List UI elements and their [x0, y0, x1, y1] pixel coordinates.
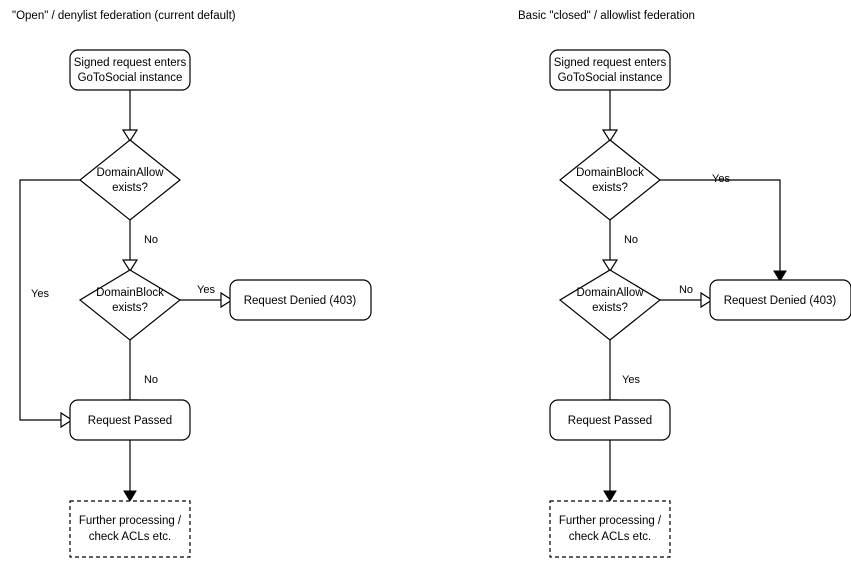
node-further-processing-denylist-line1: Further processing / — [79, 515, 182, 527]
edge-domainblock-yes-to-denied-allowlist — [660, 179, 781, 275]
arrowhead-start-to-domainblock-allowlist — [601, 129, 619, 143]
node-further-processing-denylist[interactable] — [69, 500, 191, 558]
node-decision-domainblock-denylist-line1: DomainBlock — [96, 287, 164, 299]
node-decision-domainallow-allowlist-line2: exists? — [592, 302, 628, 314]
arrowhead-domainblock-yes-to-denied — [220, 291, 234, 309]
node-request-passed-allowlist-label: Request Passed — [568, 415, 652, 427]
node-decision-domainallow-denylist-line2: exists? — [112, 182, 148, 194]
edge-label-domainallow-no-allowlist: No — [679, 284, 693, 296]
column-title-denylist: "Open" / denylist federation (current de… — [12, 10, 236, 22]
node-request-denied-allowlist-label: Request Denied (403) — [724, 295, 837, 307]
node-start-allowlist-line1: Signed request enters — [554, 57, 667, 69]
edge-domainallow-yes-to-passed — [19, 179, 80, 421]
arrowhead-passed-to-further — [123, 490, 137, 502]
arrowhead-start-to-domainallow — [121, 129, 139, 143]
node-further-processing-allowlist[interactable] — [549, 500, 671, 558]
node-decision-domainallow-denylist[interactable] — [79, 139, 181, 221]
edge-label-domainallow-yes: Yes — [31, 288, 49, 300]
node-request-denied-denylist[interactable] — [229, 279, 372, 321]
edge-label-domainallow-yes-allowlist: Yes — [622, 374, 640, 386]
edge-label-domainblock-no-allowlist: No — [624, 234, 638, 246]
node-decision-domainblock-allowlist[interactable] — [559, 139, 661, 221]
arrowhead-domainblock-no-to-domainallow-allowlist — [601, 259, 619, 273]
edge-label-domainblock-yes: Yes — [197, 284, 215, 296]
node-decision-domainallow-allowlist-line1: DomainAllow — [576, 287, 644, 299]
node-decision-domainallow-denylist-line1: DomainAllow — [96, 167, 164, 179]
node-request-denied-denylist-label: Request Denied (403) — [244, 295, 357, 307]
edge-label-domainblock-no: No — [144, 374, 158, 386]
column-title-allowlist: Basic "closed" / allowlist federation — [518, 10, 695, 22]
arrowhead-domainblock-yes-to-denied-allowlist — [773, 270, 787, 282]
node-further-processing-denylist-line2: check ACLs etc. — [89, 531, 171, 543]
node-decision-domainblock-allowlist-line2: exists? — [592, 182, 628, 194]
arrowhead-domainallow-no-to-denied-allowlist — [700, 291, 714, 309]
edge-label-domainallow-no: No — [144, 234, 158, 246]
edge-label-domainblock-yes-allowlist: Yes — [712, 173, 730, 185]
arrowhead-domainallow-no-to-domainblock — [121, 259, 139, 273]
node-further-processing-allowlist-line1: Further processing / — [559, 515, 662, 527]
node-request-denied-allowlist[interactable] — [709, 279, 851, 321]
node-start-denylist-line2: GoToSocial instance — [78, 72, 183, 84]
node-further-processing-allowlist-line2: check ACLs etc. — [569, 531, 651, 543]
arrowhead-passed-to-further-allowlist — [603, 490, 617, 502]
node-start-denylist-line1: Signed request enters — [74, 57, 187, 69]
arrowhead-domainallow-yes-to-passed — [60, 411, 74, 429]
node-start-allowlist-line2: GoToSocial instance — [558, 72, 663, 84]
node-decision-domainblock-denylist-line2: exists? — [112, 302, 148, 314]
node-request-passed-denylist-label: Request Passed — [88, 415, 172, 427]
node-decision-domainblock-allowlist-line1: DomainBlock — [576, 167, 644, 179]
